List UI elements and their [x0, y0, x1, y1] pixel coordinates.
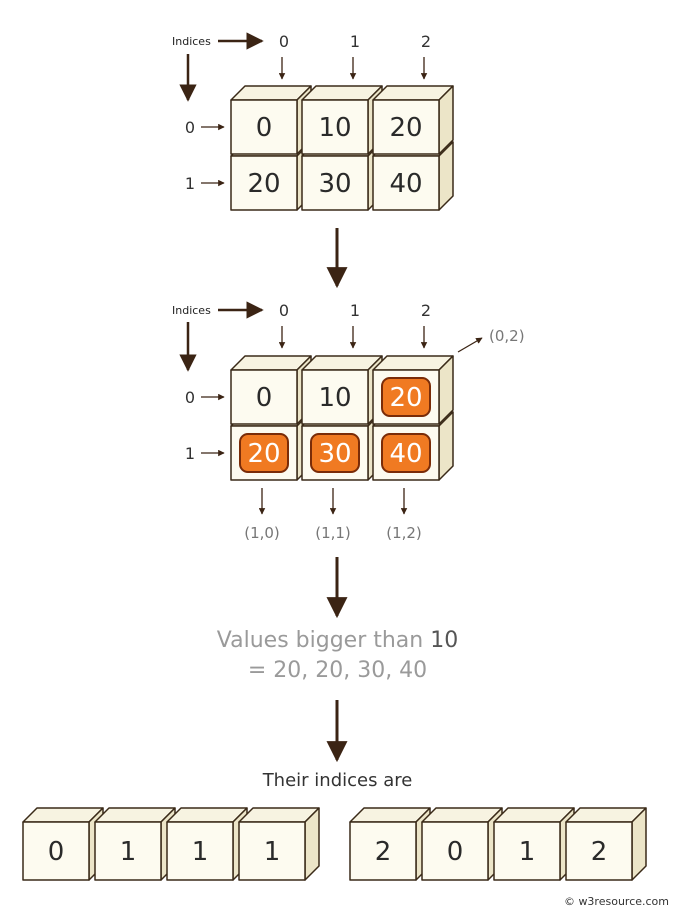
- coord-arrow-top-right: [457, 337, 483, 353]
- footer-credit: © w3resource.com: [564, 895, 669, 908]
- cube: 1: [493, 807, 575, 881]
- cube-value: 2: [375, 837, 392, 867]
- cube-value: 1: [519, 837, 536, 867]
- indices-label: Indices: [172, 35, 211, 48]
- cube-value: 30: [318, 169, 351, 199]
- cube-value: 40: [389, 169, 422, 199]
- row-indices: 01: [185, 388, 225, 463]
- cube-grid: 20 30 40 0 10 20: [230, 355, 454, 481]
- indices-heading: Their indices are: [262, 770, 413, 791]
- cube-front-face: [301, 99, 369, 155]
- column-indices: 0 1 2: [278, 301, 431, 349]
- cube: 20: [372, 85, 454, 155]
- cube-front-face: [166, 821, 234, 881]
- column-index: 1: [350, 301, 360, 320]
- cube-value: 20: [389, 113, 422, 143]
- coord-label: (1,0): [244, 524, 280, 542]
- cube: 2: [349, 807, 431, 881]
- bottom-coord-labels: (1,0) (1,1) (1,2): [244, 488, 422, 542]
- indices-label: Indices: [172, 304, 211, 317]
- cube: 0: [230, 355, 312, 425]
- cube-grid: 20 30 40 0 10 20: [230, 85, 454, 211]
- cube-value: 10: [318, 383, 351, 413]
- cube-value: 10: [318, 113, 351, 143]
- column-index: 2: [421, 32, 431, 51]
- cube-front-face: [230, 155, 298, 211]
- row-indices: 01: [185, 118, 225, 193]
- cube: 20: [372, 355, 454, 425]
- copyright-icon: ©: [563, 895, 575, 908]
- coord-label-top-right: (0,2): [489, 327, 525, 345]
- cube: 0: [22, 807, 104, 881]
- cube: 1: [166, 807, 248, 881]
- cube: 0: [230, 85, 312, 155]
- cube-front-face: [230, 369, 298, 425]
- highlight-badge: [239, 433, 289, 473]
- site-name: w3resource.com: [578, 895, 669, 908]
- cube-front-face: [22, 821, 90, 881]
- values-caption: Values bigger than 10 = 20, 20, 30, 40: [0, 626, 675, 686]
- row-indices-array: 0 1 1 1: [22, 807, 320, 881]
- cube-value: 2: [591, 837, 608, 867]
- cube-value: 20: [247, 169, 280, 199]
- cube-value: 30: [318, 439, 351, 469]
- cube-front-face: [565, 821, 633, 881]
- column-indices: 0 1 2: [278, 32, 431, 80]
- cube: 0: [421, 807, 503, 881]
- cube-front-face: [372, 155, 440, 211]
- column-index: 2: [421, 301, 431, 320]
- column-index: 1: [350, 32, 360, 51]
- row-index: 1: [185, 444, 195, 463]
- cube-value: 20: [389, 383, 422, 413]
- cube-value: 1: [120, 837, 137, 867]
- cube: 1: [94, 807, 176, 881]
- cube: 2: [565, 807, 647, 881]
- coord-label: (1,1): [315, 524, 351, 542]
- cube-front-face: [493, 821, 561, 881]
- cube-value: 0: [48, 837, 65, 867]
- cube: 10: [301, 85, 383, 155]
- cube-front-face: [372, 99, 440, 155]
- cube-value: 0: [256, 113, 273, 143]
- cube-value: 20: [247, 439, 280, 469]
- caption-line-1: Values bigger than 10: [0, 626, 675, 656]
- row-index: 0: [185, 118, 195, 137]
- cube-value: 1: [192, 837, 209, 867]
- highlight-badge: [310, 433, 360, 473]
- cube-front-face: [421, 821, 489, 881]
- cube-front-face: [301, 369, 369, 425]
- cube-value: 0: [447, 837, 464, 867]
- caption-prefix: Values bigger than: [216, 628, 431, 653]
- caption-threshold: 10: [430, 628, 459, 653]
- cube-front-face: [301, 155, 369, 211]
- column-index: 0: [279, 32, 289, 51]
- cube-front-face: [94, 821, 162, 881]
- cube-front-face: [349, 821, 417, 881]
- cube: 1: [238, 807, 320, 881]
- row-index: 0: [185, 388, 195, 407]
- highlight-badge: [381, 377, 431, 417]
- cube-front-face: [238, 821, 306, 881]
- column-index: 0: [279, 301, 289, 320]
- cube-value: 0: [256, 383, 273, 413]
- cube-value: 40: [389, 439, 422, 469]
- cube: 10: [301, 355, 383, 425]
- highlight-badge: [381, 433, 431, 473]
- row-index: 1: [185, 174, 195, 193]
- caption-line-2: = 20, 20, 30, 40: [247, 658, 428, 683]
- cube-value: 1: [264, 837, 281, 867]
- coord-label: (1,2): [386, 524, 422, 542]
- cube-front-face: [230, 99, 298, 155]
